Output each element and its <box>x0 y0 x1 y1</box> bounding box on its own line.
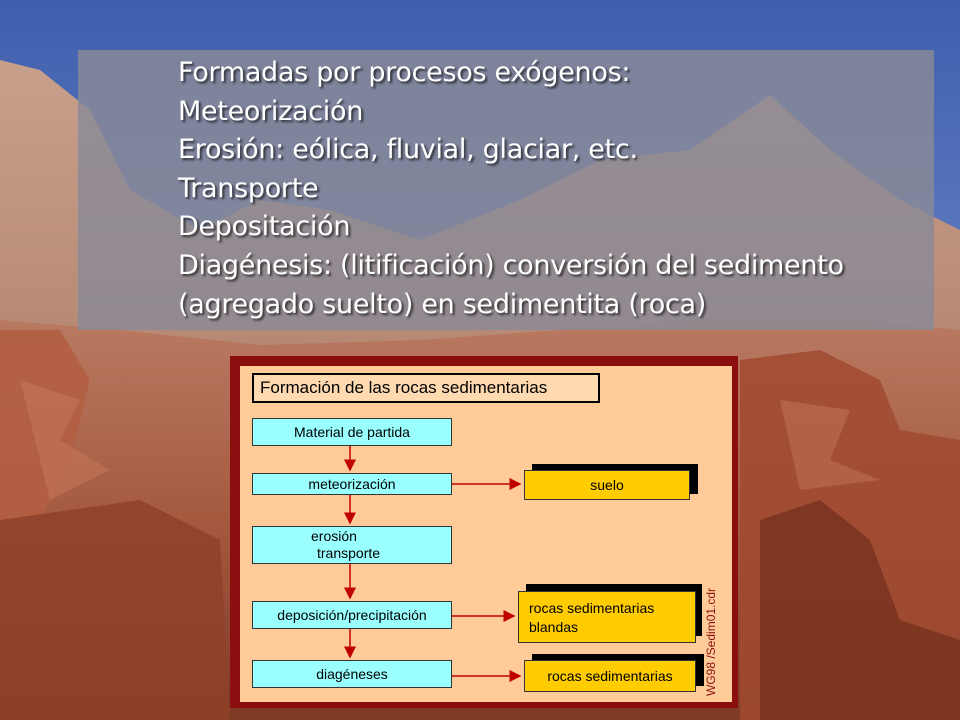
step-deposicion-label: deposición/precipitación <box>277 606 427 623</box>
output-rocas-sedimentarias: rocas sedimentarias <box>524 660 696 692</box>
output-suelo-label: suelo <box>590 477 624 493</box>
diagram-arrows <box>344 446 522 682</box>
line-transporte: Transporte <box>178 172 319 204</box>
step-diageneses-label: diagéneses <box>316 665 388 682</box>
diagram-credit: WG98 /Sedim01.cdr <box>704 587 718 696</box>
line-diagenesis-cont: (agregado suelto) en sedimentita (roca) <box>178 288 707 320</box>
diagram-title: Formación de las rocas sedimentarias <box>252 373 600 403</box>
output-rocas-blandas: rocas sedimentarias blandas <box>518 591 696 643</box>
bullet-lines: Formadas por procesos exógenos: Meteoriz… <box>178 54 844 324</box>
step-erosion-label: erosión <box>311 528 357 544</box>
output-suelo: suelo <box>524 470 690 500</box>
line-depositacion: Depositación <box>178 211 351 243</box>
output-blandas-line1: rocas sedimentarias <box>529 600 655 616</box>
step-erosion-transporte: erosión transporte <box>252 526 452 564</box>
step-diageneses: diagéneses <box>252 660 452 688</box>
output-blandas-line2: blandas <box>529 619 579 635</box>
output-rocas-label: rocas sedimentarias <box>547 668 673 684</box>
line-meteorizacion: Meteorización <box>178 95 364 127</box>
diagram-panel: Formación de las rocas sedimentarias Mat… <box>240 366 732 702</box>
step-meteorizacion-label: meteorización <box>308 475 396 492</box>
diagram-frame: Formación de las rocas sedimentarias Mat… <box>230 356 738 708</box>
step-deposicion-precipitacion: deposición/precipitación <box>252 601 452 629</box>
step-material-de-partida: Material de partida <box>252 418 452 446</box>
line-diagenesis: Diagénesis: (litificación) conversión de… <box>178 249 844 281</box>
step-material-label: Material de partida <box>294 423 410 440</box>
text-overlay-box <box>78 50 934 330</box>
line-heading: Formadas por procesos exógenos: <box>178 57 631 88</box>
step-meteorizacion: meteorización <box>252 473 452 495</box>
line-erosion: Erosión: eólica, fluvial, glaciar, etc. <box>178 134 638 166</box>
step-transporte-label: transporte <box>317 545 381 561</box>
